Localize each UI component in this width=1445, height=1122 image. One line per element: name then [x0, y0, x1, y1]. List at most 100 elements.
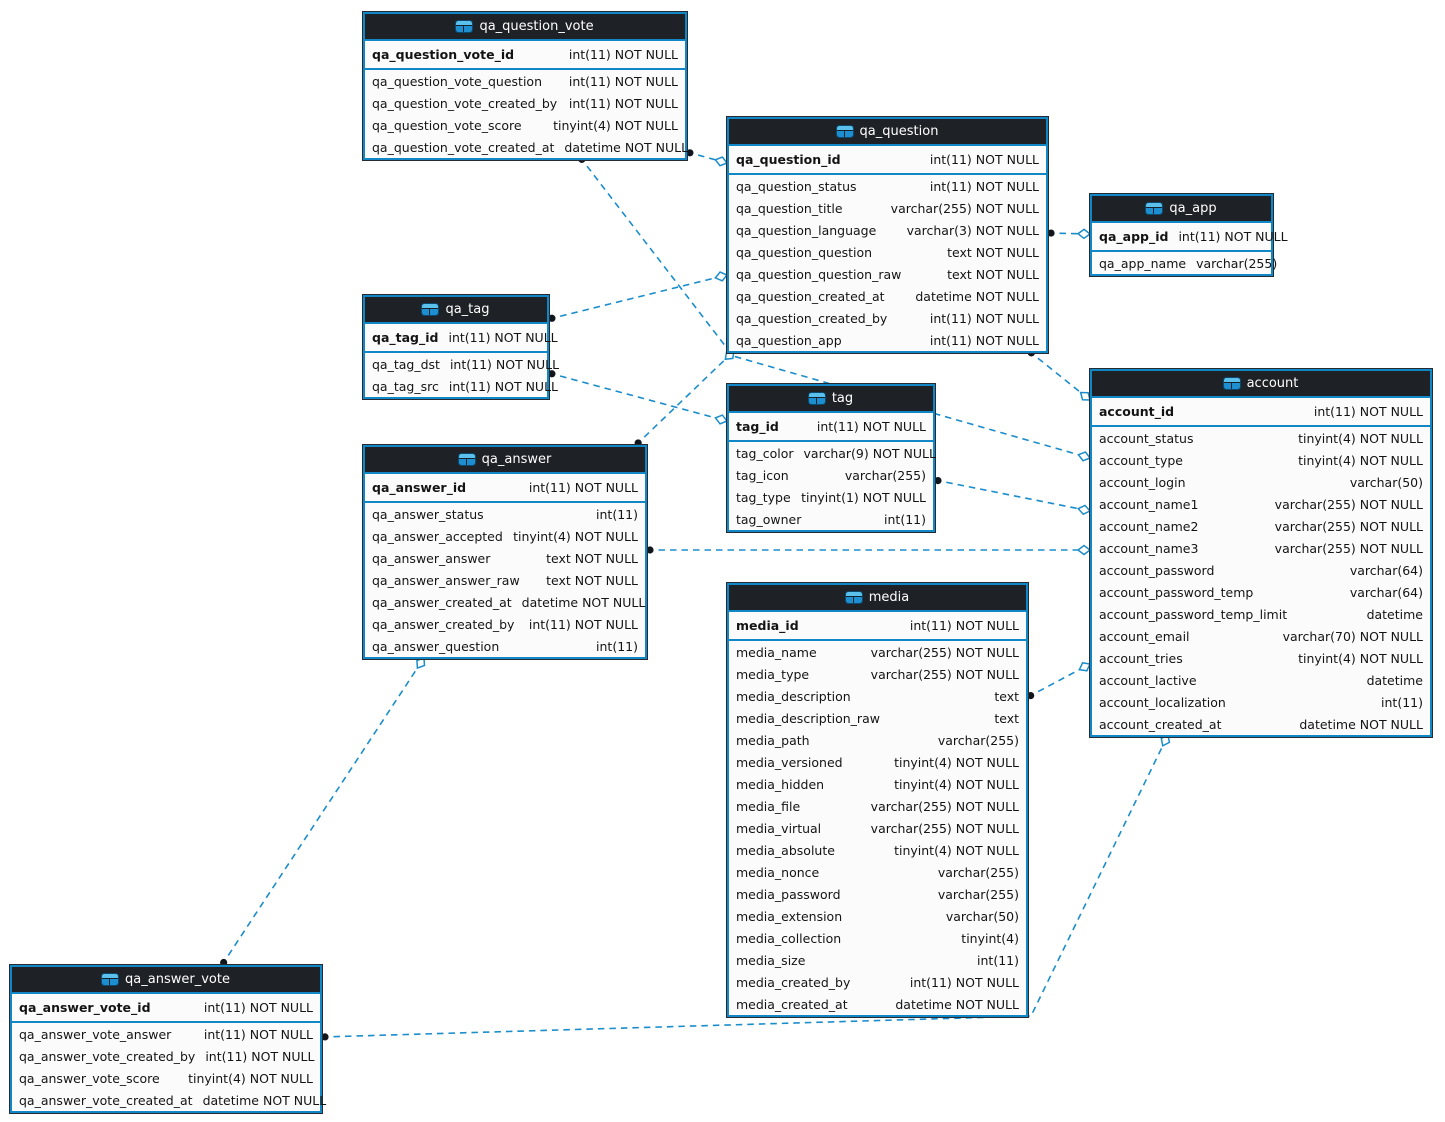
relation-line[interactable] [1028, 350, 1091, 401]
column-type: varchar(255) NOT NULL [870, 666, 1019, 682]
column-type: tinyint(4) NOT NULL [553, 117, 678, 133]
column-type: text NOT NULL [947, 266, 1039, 282]
relation-many-end-dot [646, 546, 654, 554]
relation-tag-to-account[interactable] [934, 476, 1092, 516]
table-header-account[interactable]: account [1092, 371, 1430, 398]
relation-qa_question-to-account[interactable] [1027, 349, 1091, 401]
relation-qa_answer-to-qa_question[interactable] [634, 350, 735, 447]
table-header-qa_answer[interactable]: qa_answer [365, 447, 645, 474]
column-name: qa_answer_created_by [372, 616, 515, 632]
table-grid-icon [102, 974, 119, 985]
column-name: media_collection [736, 930, 842, 946]
column-type: varchar(255) [1196, 255, 1278, 271]
table-header-qa_tag[interactable]: qa_tag [365, 297, 547, 324]
relation-one-end-diamond [1078, 662, 1092, 672]
column-type: tinyint(4) NOT NULL [894, 754, 1019, 770]
relation-one-end-diamond [1076, 228, 1092, 240]
table-header-tag[interactable]: tag [729, 386, 933, 413]
column-type: int(11) NOT NULL [1178, 229, 1288, 244]
column-type: int(11) NOT NULL [1313, 404, 1423, 419]
column-name: tag_id [736, 419, 779, 434]
field-row: qa_app_name varchar(255) [1092, 252, 1277, 274]
column-type: datetime NOT NULL [895, 996, 1019, 1012]
column-type: text NOT NULL [546, 572, 638, 588]
relation-line[interactable] [221, 657, 425, 966]
column-type: tinyint(1) NOT NULL [801, 489, 926, 505]
table-title: qa_tag [445, 302, 490, 317]
relation-line[interactable] [635, 350, 735, 446]
table-qa_app[interactable]: qa_app qa_app_id int(11) NOT NULL qa_app_na… [1090, 194, 1288, 276]
column-name: account_email [1099, 628, 1190, 644]
relation-qa_tag-to-qa_question[interactable] [548, 271, 729, 322]
relation-line[interactable] [548, 372, 728, 422]
column-name: qa_question_vote_question [372, 73, 542, 89]
table-grid-icon [458, 454, 475, 465]
relation-qa_question_vote-to-qa_question[interactable] [686, 149, 729, 167]
table-grid-icon [845, 592, 862, 603]
table-header-qa_question_vote[interactable]: qa_question_vote [365, 14, 685, 41]
column-name: qa_answer_answer_raw [372, 572, 520, 588]
column-type: varchar(255) [937, 732, 1019, 748]
column-name: qa_question_app [736, 332, 842, 348]
relation-one-end-diamond [1076, 544, 1092, 556]
relation-many-end-dot [634, 439, 642, 447]
column-name: media_created_by [736, 974, 851, 990]
table-header-qa_question[interactable]: qa_question [729, 119, 1046, 146]
relation-line[interactable] [934, 479, 1091, 512]
relation-one-end-diamond [714, 156, 729, 167]
relation-qa_question-to-qa_app[interactable] [1047, 228, 1092, 240]
relation-qa_answer_vote-to-account[interactable] [321, 733, 1171, 1041]
column-type: varchar(9) NOT NULL [803, 445, 936, 461]
column-name: account_status [1099, 430, 1194, 446]
column-name: qa_app_id [1099, 229, 1169, 244]
column-name: qa_question_vote_created_at [372, 139, 555, 155]
column-name: qa_app_name [1099, 255, 1187, 271]
relation-many-end-dot [220, 958, 228, 967]
column-name: media_created_at [736, 996, 848, 1012]
column-name: account_name2 [1099, 518, 1199, 534]
column-type: int(11) NOT NULL [203, 1026, 313, 1042]
relation-qa_tag-to-tag[interactable] [548, 370, 729, 425]
relation-qa_answer-to-account[interactable] [646, 544, 1092, 556]
column-name: qa_answer_vote_score [19, 1070, 160, 1086]
table-header-qa_app[interactable]: qa_app [1092, 196, 1271, 223]
relation-line[interactable] [548, 274, 728, 320]
table-header-qa_answer_vote[interactable]: qa_answer_vote [12, 967, 320, 994]
relation-media-to-account[interactable] [1027, 662, 1092, 700]
column-name: qa_answer_id [372, 480, 467, 495]
column-type: text NOT NULL [546, 550, 638, 566]
table-header-media[interactable]: media [729, 585, 1026, 612]
relation-line[interactable] [321, 734, 1169, 1038]
relation-line[interactable] [579, 156, 1091, 459]
column-type: tinyint(4) NOT NULL [513, 528, 638, 544]
table-title: media [868, 590, 910, 605]
relation-qa_answer_vote-to-qa_answer[interactable] [220, 656, 426, 967]
